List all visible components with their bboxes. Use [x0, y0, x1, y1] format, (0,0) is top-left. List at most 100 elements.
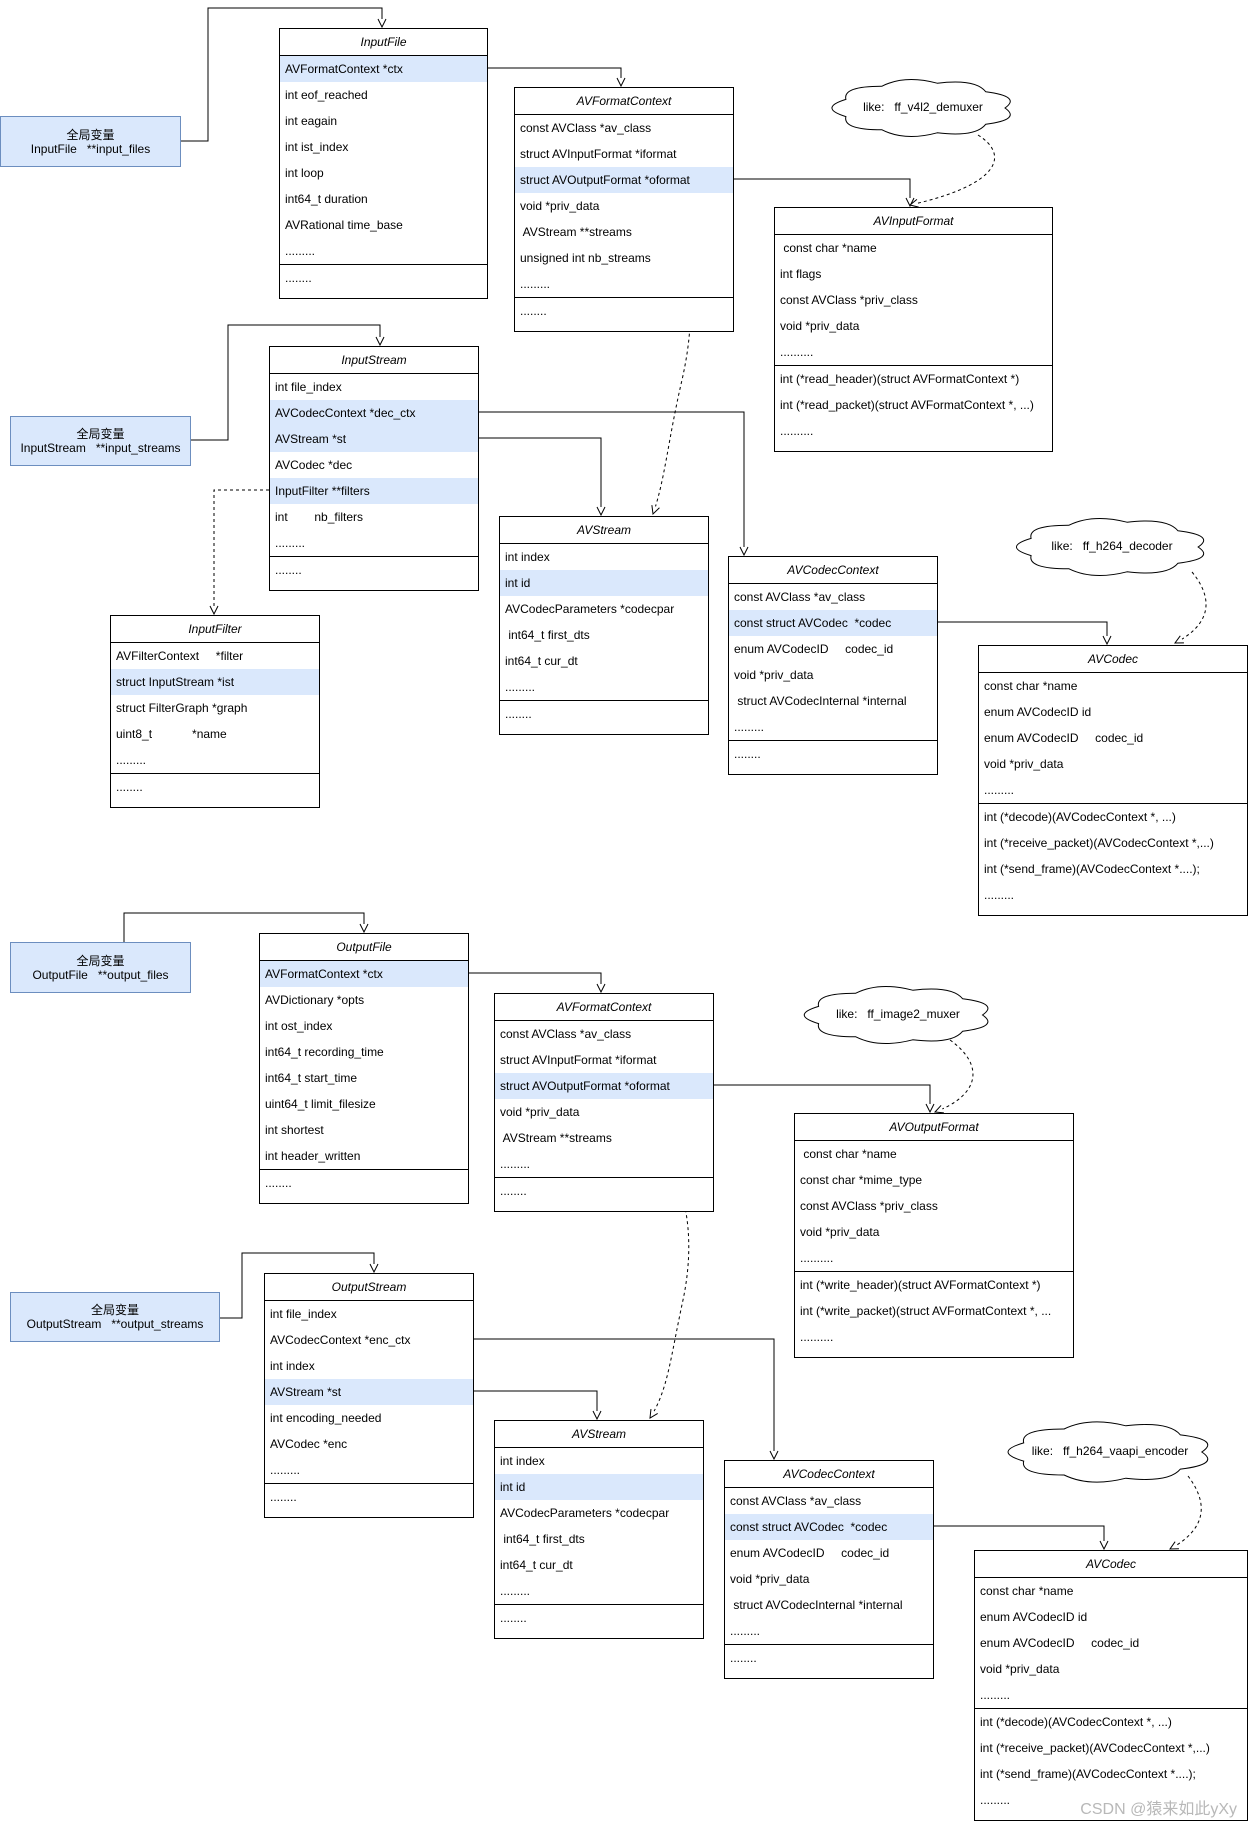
field-row: struct AVInputFormat *iformat — [500, 1053, 657, 1067]
class-title: InputFilter — [111, 616, 319, 643]
field-row: struct FilterGraph *graph — [116, 701, 248, 715]
class-title: AVStream — [495, 1421, 703, 1448]
field-row: int64_t start_time — [265, 1071, 358, 1085]
class-avoutput-format: AVOutputFormat const char *name const cha… — [794, 1113, 1074, 1358]
field-row: void *priv_data — [780, 319, 860, 333]
field-row: enum AVCodecID id — [980, 1610, 1088, 1624]
field-row: int encoding_needed — [270, 1411, 382, 1425]
connector-ctx — [488, 67, 621, 86]
field-row: const AVClass *av_class — [520, 121, 652, 135]
connector-demuxer-cloud — [910, 134, 996, 205]
field-row: int64_t first_dts — [500, 1532, 585, 1546]
global-variable-declaration: OutputFile **output_files — [32, 967, 169, 982]
class-title: AVCodec — [975, 1551, 1247, 1578]
global-variable-declaration: InputFile **input_files — [30, 141, 151, 156]
field-row: AVFormatContext *ctx — [260, 961, 468, 987]
field-row: void *priv_data — [734, 668, 814, 682]
field-row: const AVClass *av_class — [730, 1494, 862, 1508]
field-row: enum AVCodecID codec_id — [734, 642, 894, 656]
field-row: AVStream **streams — [520, 225, 632, 239]
field-row: const struct AVCodec *codec — [729, 610, 937, 636]
class-title: OutputFile — [260, 934, 468, 961]
field-row: int loop — [285, 166, 324, 180]
field-row: const AVClass *av_class — [500, 1027, 632, 1041]
field-row: void *priv_data — [730, 1572, 810, 1586]
field-row: ......... — [505, 680, 536, 694]
field-row: AVRational time_base — [285, 218, 403, 232]
field-row: ......... — [734, 720, 765, 734]
field-row: AVStream *st — [265, 1379, 473, 1405]
class-title: AVOutputFormat — [795, 1114, 1073, 1141]
field-row: AVStream *st — [270, 426, 478, 452]
field-row: ......... — [270, 1463, 301, 1477]
field-row: ........ — [265, 1483, 473, 1510]
field-row: int flags — [780, 267, 822, 281]
field-row: AVCodec *dec — [275, 458, 353, 472]
class-title: InputStream — [270, 347, 478, 374]
class-title: AVStream — [500, 517, 708, 544]
connector-muxer-cloud — [935, 1039, 974, 1112]
field-row: int ist_index — [285, 140, 349, 154]
field-row: ........ — [111, 773, 319, 800]
connector-encoder-cloud — [1170, 1475, 1202, 1549]
field-row: int64_t cur_dt — [505, 654, 578, 668]
field-row: AVCodecContext *dec_ctx — [270, 400, 478, 426]
field-row: int (*receive_packet)(AVCodecContext *,.… — [984, 836, 1214, 850]
field-row: const AVClass *priv_class — [800, 1199, 938, 1213]
cloud-label: like: ff_h264_vaapi_encoder — [1031, 1444, 1189, 1458]
field-row: const char *mime_type — [800, 1173, 923, 1187]
field-row: .......... — [800, 1330, 834, 1344]
field-row: AVCodecParameters *codecpar — [500, 1506, 670, 1520]
field-row: InputFilter **filters — [270, 478, 478, 504]
field-row: AVFilterContext *filter — [116, 649, 244, 663]
field-row: int index — [500, 1454, 545, 1468]
cloud-label: like: ff_h264_decoder — [1051, 539, 1173, 553]
field-row: const char *name — [800, 1147, 897, 1161]
field-row: .......... — [780, 424, 814, 438]
field-row: uint64_t limit_filesize — [265, 1097, 376, 1111]
class-title: AVCodecContext — [725, 1461, 933, 1488]
field-row: .......... — [800, 1251, 834, 1265]
field-row: enum AVCodecID id — [984, 705, 1092, 719]
class-title: AVInputFormat — [775, 208, 1052, 235]
connector-filters — [214, 489, 269, 614]
field-row: AVFormatContext *ctx — [280, 56, 487, 82]
global-variable-caption: 全局变量 — [66, 127, 115, 142]
connector-out-codec — [934, 1525, 1104, 1549]
cloud-label: like: ff_v4l2_demuxer — [863, 100, 983, 114]
connector-decoder-cloud — [1175, 571, 1207, 643]
field-row: const AVClass *av_class — [734, 590, 866, 604]
connector-st — [479, 437, 601, 515]
global-variable-caption: 全局变量 — [76, 953, 125, 968]
field-row: .......... — [780, 345, 814, 359]
field-row: struct InputStream *ist — [111, 669, 319, 695]
field-row: ......... — [980, 1688, 1011, 1702]
field-row: int (*decode)(AVCodecContext *, ...) — [975, 1708, 1247, 1735]
field-row: int index — [270, 1359, 315, 1373]
field-row: AVDictionary *opts — [265, 993, 365, 1007]
connector-out-st — [474, 1390, 597, 1419]
field-row: int id — [495, 1474, 703, 1500]
connector-iformat — [734, 178, 910, 206]
field-row: ......... — [984, 783, 1015, 797]
field-row: ......... — [984, 888, 1015, 902]
field-row: ........ — [270, 556, 478, 583]
field-row: ......... — [500, 1584, 531, 1598]
field-row: struct AVCodecInternal *internal — [734, 694, 907, 708]
field-row: ........ — [280, 264, 487, 291]
field-row: const char *name — [780, 241, 877, 255]
field-row: ........ — [495, 1177, 713, 1204]
field-row: int ost_index — [265, 1019, 333, 1033]
field-row: struct AVInputFormat *iformat — [520, 147, 677, 161]
class-title: AVFormatContext — [515, 88, 733, 115]
global-variable-declaration: OutputStream **output_streams — [26, 1317, 204, 1331]
global-variable-caption: 全局变量 — [90, 1303, 139, 1317]
